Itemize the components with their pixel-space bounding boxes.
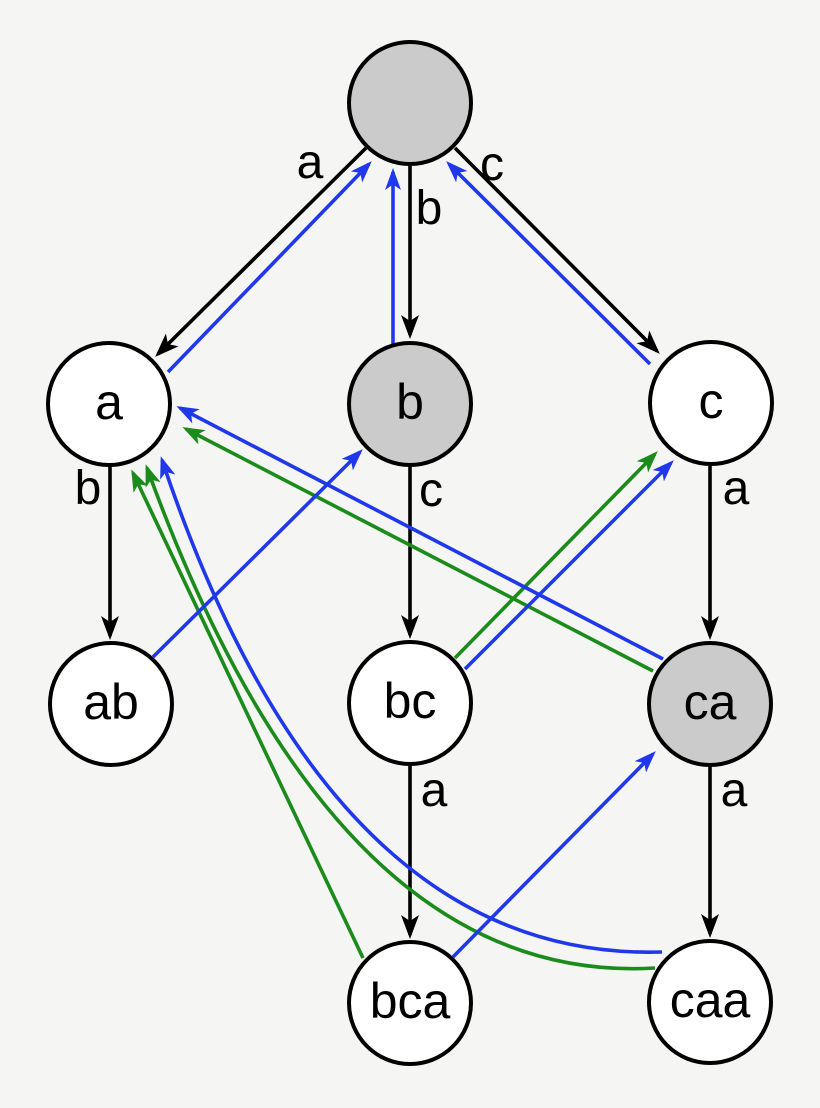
blue-link-ca-a	[176, 406, 664, 661]
node-bc-label: bc	[384, 673, 437, 729]
edge-label-a-ab: b	[75, 462, 102, 515]
edge-label-root-c: c	[480, 138, 504, 191]
green-link-bc-c	[453, 451, 658, 660]
nodes: a b c ab bc ca bca caa	[46, 40, 774, 1066]
edge-label-b-bc: c	[419, 464, 443, 517]
node-c-label: c	[699, 373, 724, 429]
blue-link-bca-ca	[451, 751, 656, 959]
node-a-label: a	[95, 374, 123, 430]
blue-link-bc-c	[463, 460, 674, 671]
edge-label-root-b: b	[416, 182, 443, 235]
green-link-ca-a	[182, 427, 654, 673]
node-c-circle	[648, 340, 774, 466]
edge-label-root-a: a	[297, 136, 324, 189]
node-bca-circle	[347, 940, 473, 1066]
node-b-label: b	[396, 374, 424, 430]
node-bc-circle	[347, 640, 473, 766]
node-caa-label: caa	[670, 972, 751, 1028]
node-bca-label: bca	[370, 973, 451, 1029]
blue-link-c-root	[446, 161, 652, 366]
edge-label-bc-bca: a	[421, 764, 448, 817]
blue-link-caa-a	[160, 456, 663, 954]
node-a-circle	[46, 341, 172, 467]
node-ca-label: ca	[684, 674, 737, 730]
node-root-circle	[347, 40, 473, 166]
tree-edges	[101, 146, 719, 939]
blue-links	[151, 161, 674, 959]
node-caa-circle	[647, 939, 773, 1065]
node-ab-circle	[48, 641, 174, 767]
edge-labels: a b c b c a a a	[75, 136, 750, 817]
edge-label-c-ca: a	[723, 462, 750, 515]
green-link-bca-a	[131, 469, 365, 959]
edge-root-c	[453, 146, 660, 354]
blue-link-a-root	[166, 161, 372, 374]
node-ab-label: ab	[83, 674, 139, 730]
node-b-circle	[347, 341, 473, 467]
blue-link-ab-b	[151, 449, 363, 659]
node-ca-circle	[647, 641, 773, 767]
edge-root-a	[155, 146, 368, 357]
edge-label-ca-caa: a	[721, 764, 748, 817]
